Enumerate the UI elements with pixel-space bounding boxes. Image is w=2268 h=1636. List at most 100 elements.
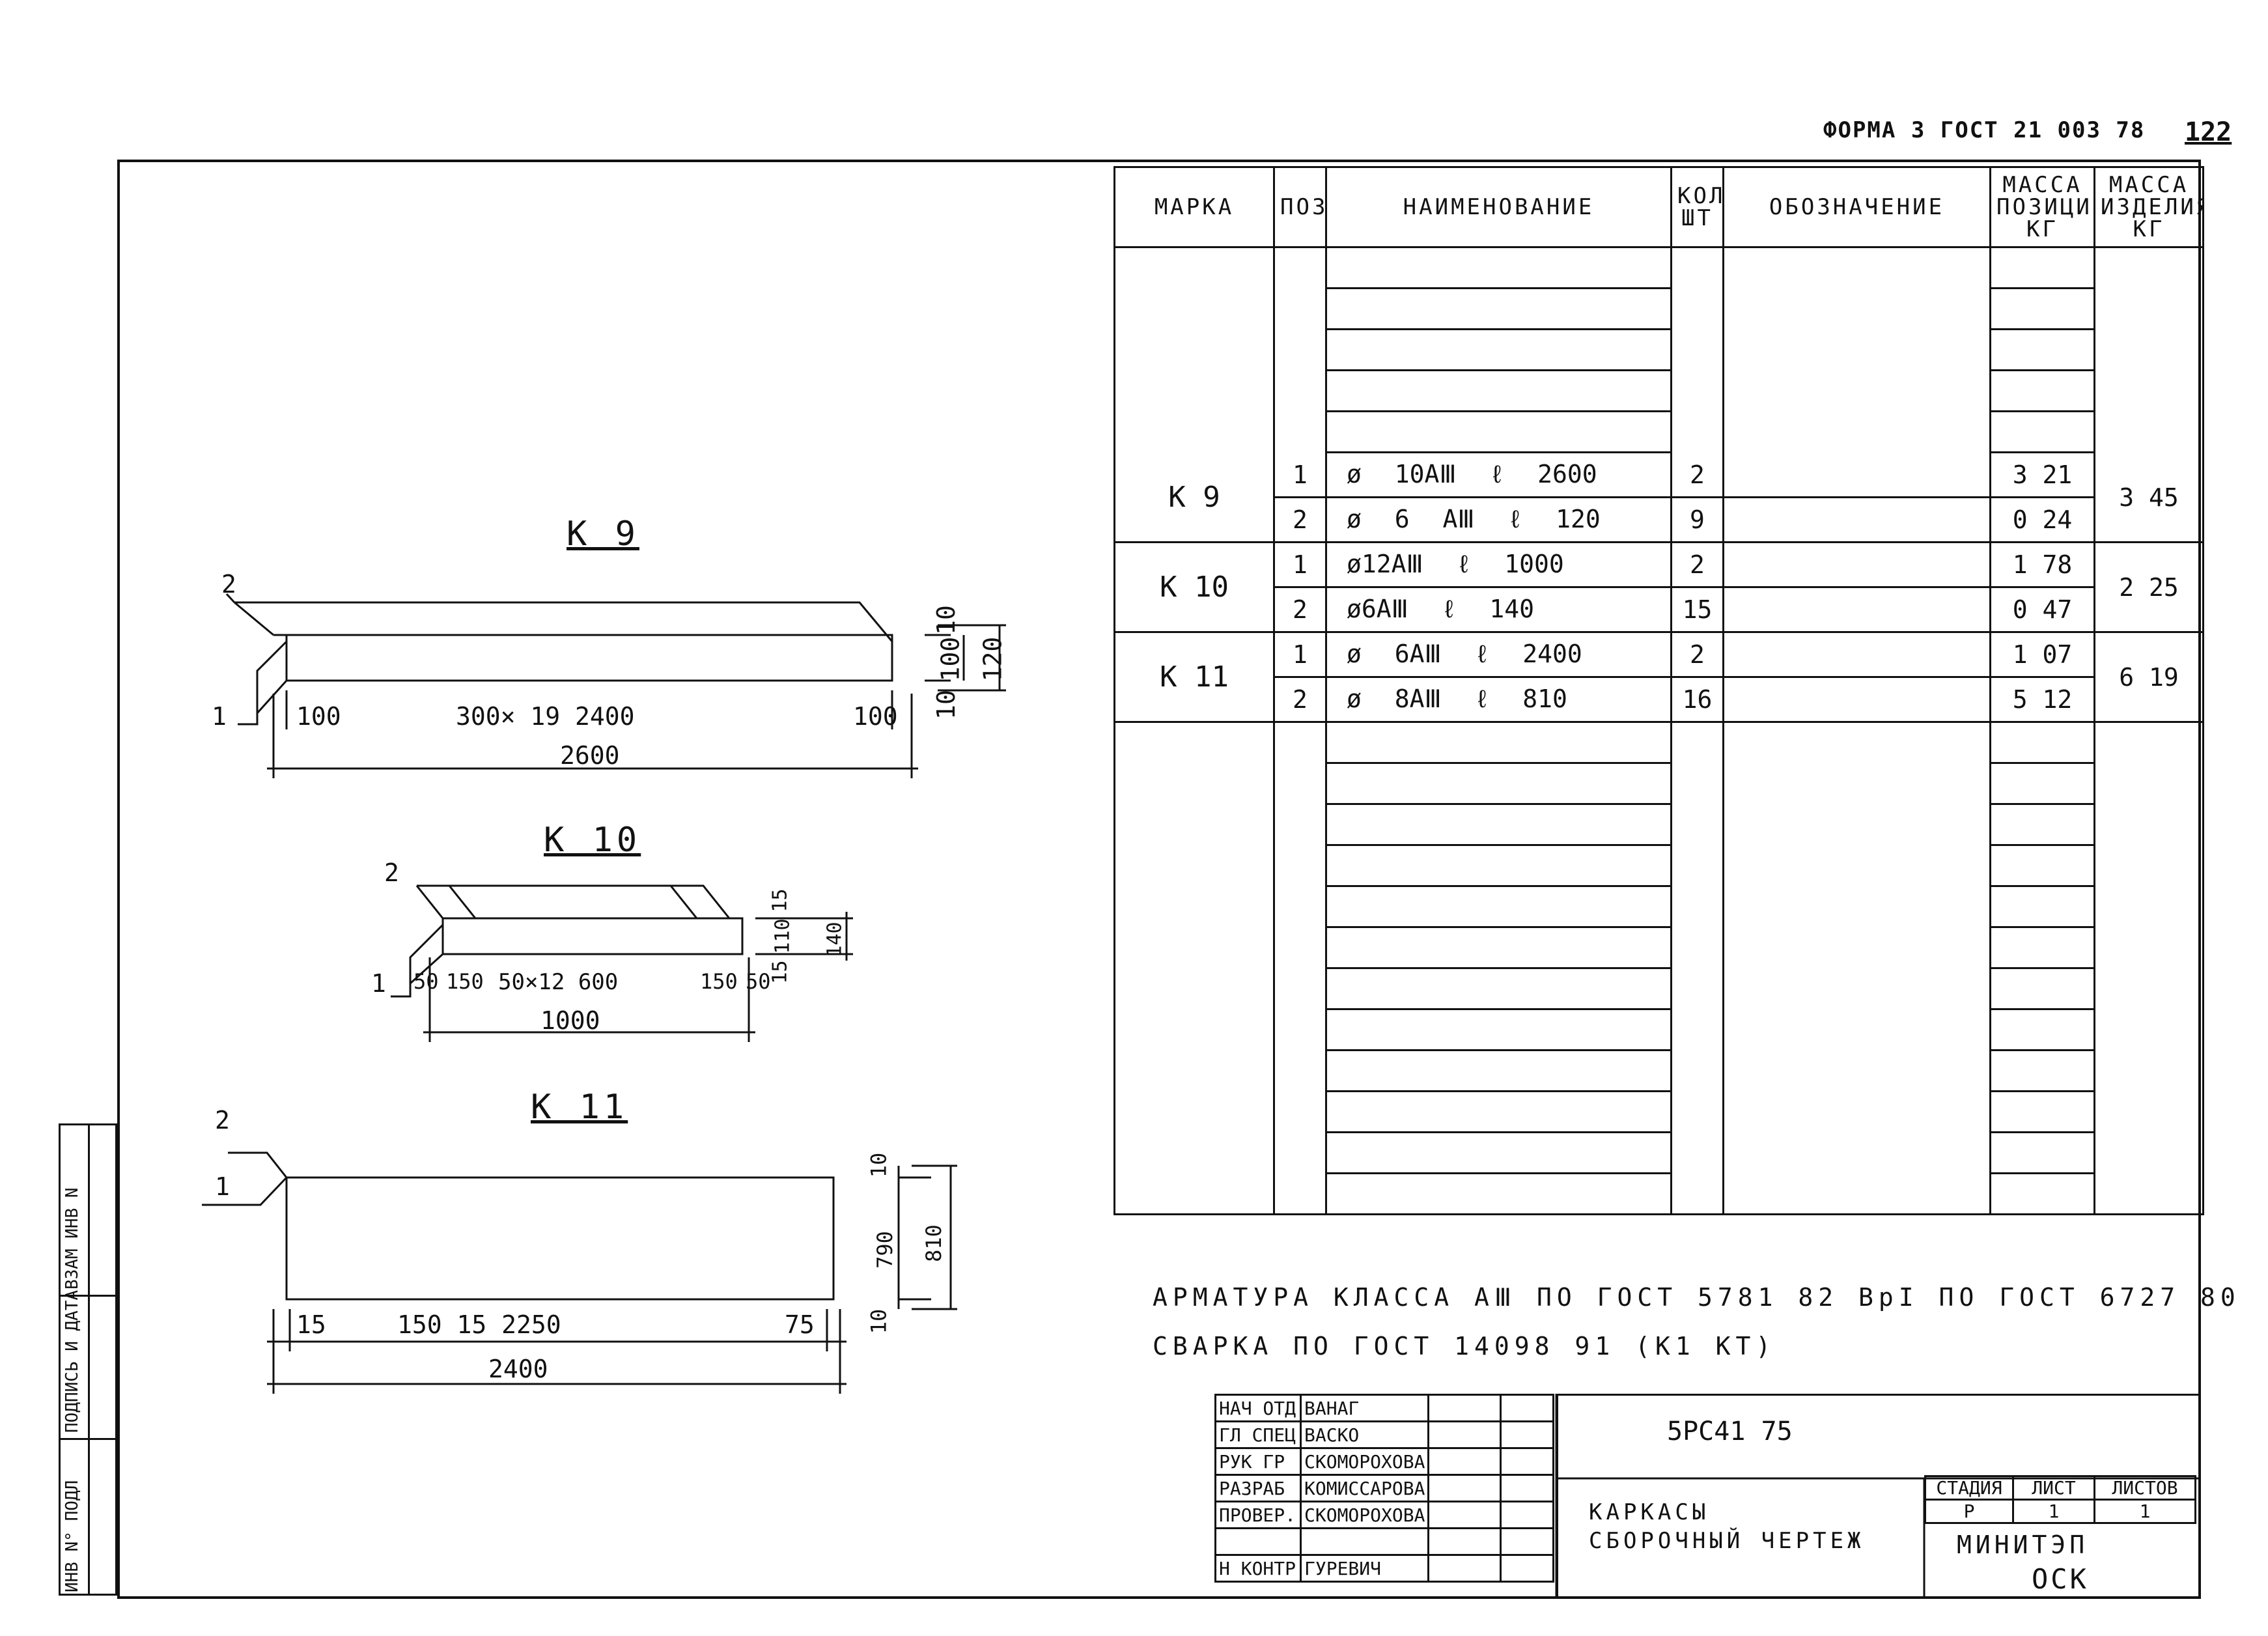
drawing-title-k11: К 11 bbox=[531, 1088, 628, 1127]
qty-cell: 16 bbox=[1670, 676, 1724, 723]
position-label: 1 bbox=[212, 702, 227, 731]
document-code: 5РС41 75 bbox=[1667, 1417, 1793, 1446]
dimension-total: 2400 bbox=[488, 1355, 548, 1383]
table-row: 2 ø 8АⅢ ℓ 810 16 5 12 bbox=[1115, 676, 2204, 723]
col-mass-pos: МАССА ПОЗИЦИИ, КГ bbox=[1989, 166, 2095, 248]
dimension-label: 10 bbox=[931, 690, 960, 720]
pos-cell: 1 bbox=[1273, 541, 1327, 588]
col-name: НАИМЕНОВАНИЕ bbox=[1325, 166, 1672, 248]
form-reference: ФОРМА 3 ГОСТ 21 003 78 bbox=[1823, 117, 2146, 143]
organization-name: МИНИТЭП bbox=[1957, 1530, 2089, 1559]
table-row: 2 ø 6 АⅢ ℓ 120 9 0 24 bbox=[1115, 496, 2204, 543]
dimension-label: 10 bbox=[866, 1152, 891, 1178]
mass-pos-cell: 3 21 bbox=[1989, 451, 2095, 498]
designation-cell bbox=[1722, 586, 1991, 633]
note-welding: СВАРКА ПО ГОСТ 14098 91 (К1 КТ) bbox=[1153, 1332, 1776, 1361]
position-label: 2 bbox=[384, 858, 399, 887]
position-label: 2 bbox=[215, 1106, 230, 1135]
position-label: 1 bbox=[371, 969, 386, 998]
sidebar-signature-date: ПОДПИСЬ И ДАТА bbox=[63, 1290, 82, 1433]
dimension-label: 15 bbox=[768, 888, 792, 912]
qty-cell: 2 bbox=[1670, 541, 1724, 588]
name-cell: ø6АⅢ ℓ 140 bbox=[1325, 586, 1672, 633]
stage-value: Р bbox=[1924, 1499, 2014, 1524]
cage-k10 bbox=[391, 884, 853, 1042]
organization-unit: ОСК bbox=[2032, 1563, 2089, 1595]
dimension-label: 10 bbox=[931, 605, 960, 635]
col-designation: ОБОЗНАЧЕНИЕ bbox=[1722, 166, 1991, 248]
qty-cell: 9 bbox=[1670, 496, 1724, 543]
dimension-label: 50×12 600 bbox=[498, 969, 619, 995]
mass-pos-cell: 1 07 bbox=[1989, 631, 2095, 678]
dimension-label: 120 bbox=[978, 636, 1007, 682]
mass-item-cell: 3 45 bbox=[2093, 451, 2204, 543]
mark-k9: К 9 bbox=[1113, 451, 1275, 543]
dimension-label: 300× 19 2400 bbox=[456, 702, 635, 731]
name-cell: ø 10АⅢ ℓ 2600 bbox=[1325, 451, 1672, 498]
name-cell: ø 6АⅢ ℓ 2400 bbox=[1325, 631, 1672, 678]
pos-cell: 1 bbox=[1273, 631, 1327, 678]
mass-pos-cell: 0 24 bbox=[1989, 496, 2095, 543]
dimension-label: 150 15 2250 bbox=[397, 1310, 561, 1339]
dimension-total: 1000 bbox=[540, 1006, 600, 1035]
dimension-label: 150 bbox=[700, 969, 738, 994]
dimension-label: 140 bbox=[823, 922, 847, 957]
col-mark: МАРКА bbox=[1113, 166, 1275, 248]
qty-cell: 2 bbox=[1670, 451, 1724, 498]
mass-item-cell: 6 19 bbox=[2093, 631, 2204, 723]
dimension-label: 110 bbox=[771, 918, 794, 954]
margin-sidebar bbox=[59, 1123, 117, 1596]
dimension-label: 150 bbox=[446, 969, 484, 994]
table-row: К 10 1 ø12АⅢ ℓ 1000 2 1 78 2 25 bbox=[1113, 541, 2204, 633]
mass-pos-cell: 5 12 bbox=[1989, 676, 2095, 723]
dimension-label: 15 bbox=[768, 960, 792, 984]
sheet-label: ЛИСТ bbox=[2012, 1475, 2095, 1501]
designation-cell bbox=[1722, 676, 1991, 723]
qty-cell: 2 bbox=[1670, 631, 1724, 678]
dimension-label: 50 bbox=[413, 969, 439, 994]
cage-k9 bbox=[225, 593, 1006, 778]
stamp-row bbox=[1214, 1527, 1555, 1556]
mark-k10: К 10 bbox=[1113, 541, 1275, 633]
stamp-row: ПРОВЕР.СКОМОРОХОВА bbox=[1214, 1501, 1555, 1529]
dimension-total: 2600 bbox=[560, 741, 620, 770]
dimension-label: 810 bbox=[921, 1224, 946, 1262]
stamp-main bbox=[1556, 1394, 2201, 1599]
note-material: АРМАТУРА КЛАССА АⅢ ПО ГОСТ 5781 82 ВрI П… bbox=[1153, 1283, 2241, 1312]
sheets-label: ЛИСТОВ bbox=[2093, 1475, 2196, 1501]
sheets-value: 1 bbox=[2093, 1499, 2196, 1524]
dimension-label: 100 bbox=[296, 702, 341, 731]
stage-label: СТАДИЯ bbox=[1924, 1475, 2014, 1501]
qty-cell: 15 bbox=[1670, 586, 1724, 633]
col-qty: КОЛ. ШТ bbox=[1670, 166, 1724, 248]
pos-cell: 2 bbox=[1273, 676, 1327, 723]
mass-pos-cell: 1 78 bbox=[1989, 541, 2095, 588]
col-pos: ПОЗ bbox=[1273, 166, 1327, 248]
table-row: 2 ø6АⅢ ℓ 140 15 0 47 bbox=[1115, 586, 2204, 633]
name-cell: ø 6 АⅢ ℓ 120 bbox=[1325, 496, 1672, 543]
table-row: К 11 1 ø 6АⅢ ℓ 2400 2 1 07 6 19 bbox=[1113, 631, 2204, 723]
table-header-row: МАРКА ПОЗ НАИМЕНОВАНИЕ КОЛ. ШТ ОБОЗНАЧЕН… bbox=[1113, 166, 2204, 248]
cage-k11 bbox=[202, 1151, 957, 1394]
dimension-label: 50 bbox=[746, 969, 771, 994]
dimension-label: 100 bbox=[853, 702, 898, 731]
mark-k11: К 11 bbox=[1113, 631, 1275, 723]
mass-pos-cell: 0 47 bbox=[1989, 586, 2095, 633]
drawing-title: КАРКАСЫ СБОРОЧНЫЙ ЧЕРТЕЖ bbox=[1589, 1499, 1865, 1554]
position-label: 1 bbox=[215, 1172, 230, 1201]
dimension-label: 790 bbox=[872, 1231, 897, 1269]
specification-table: МАРКА ПОЗ НАИМЕНОВАНИЕ КОЛ. ШТ ОБОЗНАЧЕН… bbox=[1113, 166, 2204, 1215]
pos-cell: 2 bbox=[1273, 586, 1327, 633]
dimension-label: 15 bbox=[296, 1310, 326, 1339]
designation-cell bbox=[1722, 631, 1991, 678]
drawing-title-k10: К 10 bbox=[544, 821, 641, 860]
drawing-title-k9: К 9 bbox=[567, 515, 639, 554]
page-number: 122 bbox=[2185, 117, 2232, 147]
